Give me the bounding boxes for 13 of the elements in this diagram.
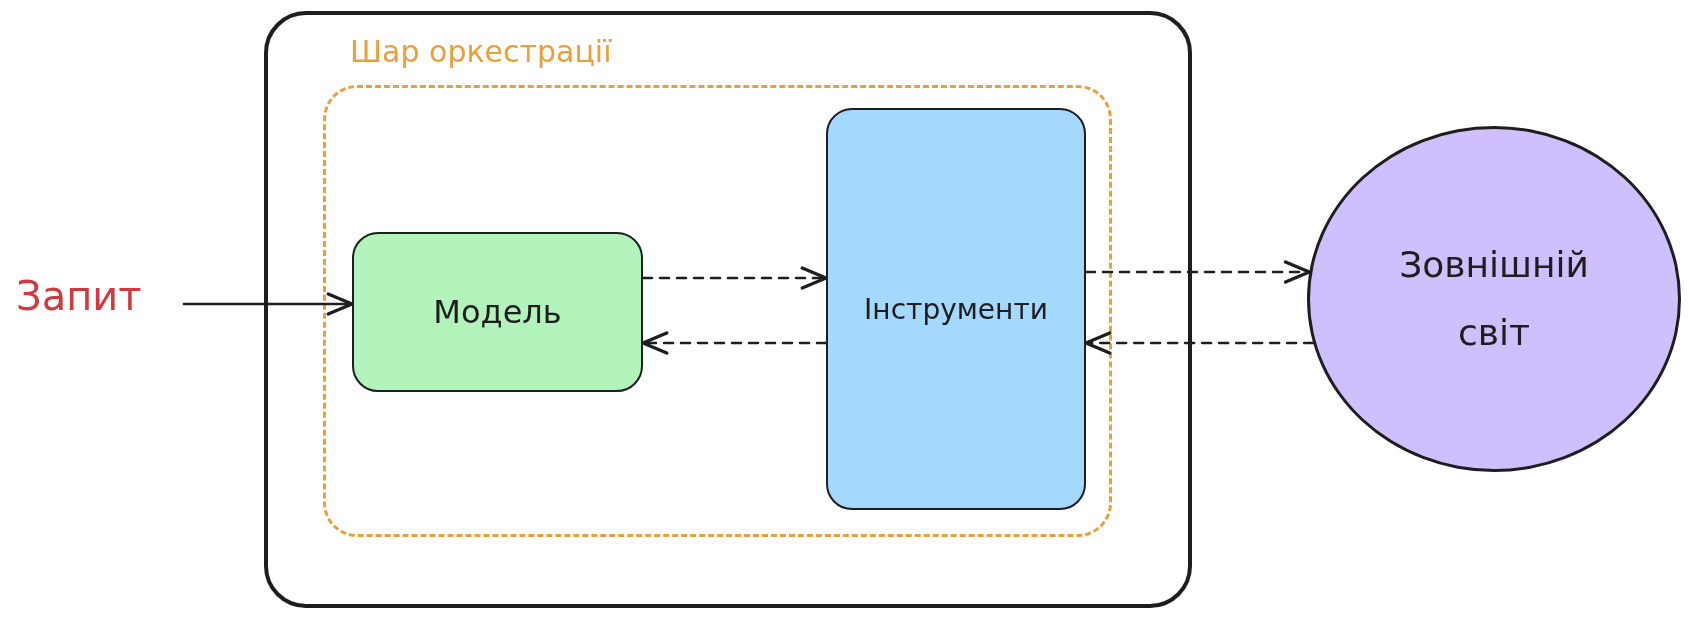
node-label: Модель [433,293,562,331]
group-title: Шар оркестрації [350,33,612,71]
request-label: Запит [16,272,184,320]
node-label: Інструменти [864,292,1048,326]
dashed-arrow [1084,331,1315,355]
dashed-arrow [641,331,828,355]
arrow [182,292,354,316]
dashed-arrow [641,266,828,290]
rounded-process-node [352,232,643,392]
rounded-process-node [826,108,1086,510]
dashed-arrow [1084,260,1311,284]
outer-frame [264,11,1192,608]
node-label: Зовнішній світ [1398,243,1590,355]
